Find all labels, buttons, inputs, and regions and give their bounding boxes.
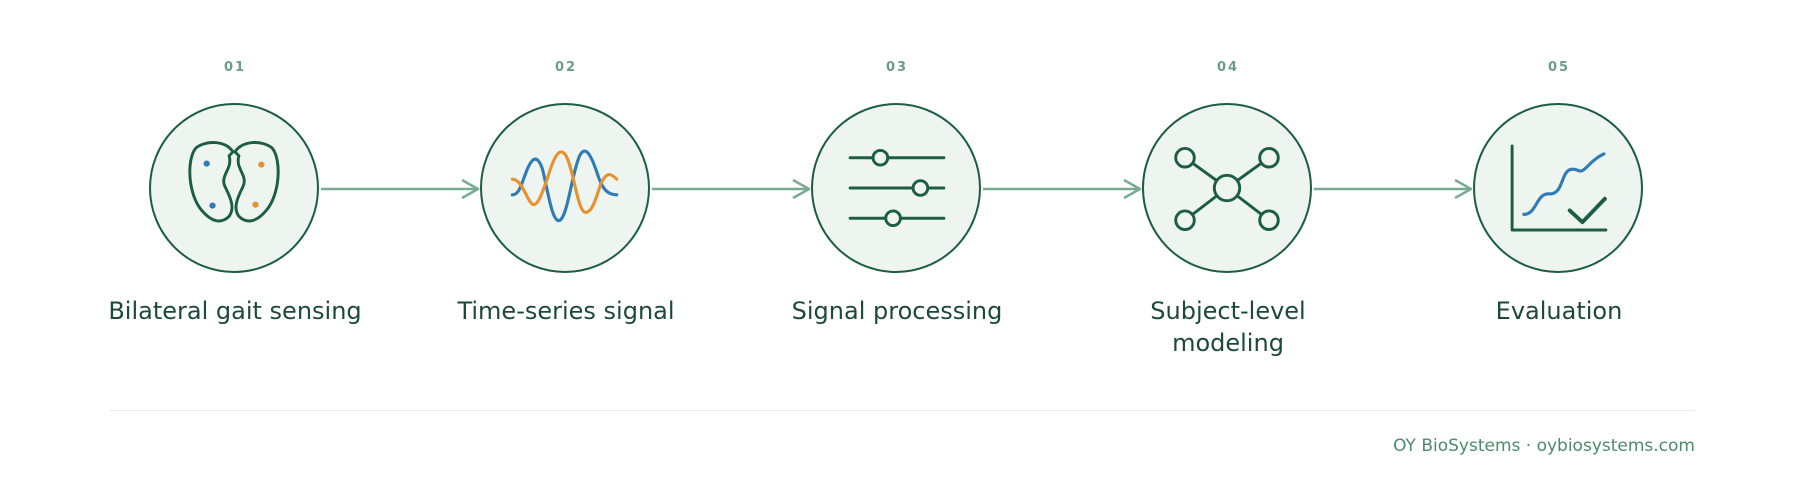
- chart-check-icon: [1510, 144, 1608, 232]
- arrow-right-icon: [652, 179, 811, 199]
- step-3: 03 Signal processing: [767, 0, 1027, 380]
- step-circle: [811, 103, 981, 273]
- step-circle: [1142, 103, 1312, 273]
- footer-credit: OY BioSystems · oybiosystems.com: [1393, 436, 1695, 456]
- footer-divider: [110, 410, 1695, 411]
- step-circle: [480, 103, 650, 273]
- waveform-icon: [510, 149, 619, 222]
- step-label: Time-series signal: [457, 297, 675, 325]
- step-number: 05: [1547, 60, 1571, 75]
- sliders-icon: [848, 148, 946, 228]
- arrow-right-icon: [983, 179, 1142, 199]
- step-circle: [149, 103, 319, 273]
- arrow-right-icon: [321, 179, 480, 199]
- step-number: 03: [885, 60, 909, 75]
- network-nodes-icon: [1174, 146, 1280, 231]
- step-1: 01 Bilateral gait sensing: [105, 0, 365, 380]
- step-label: Bilateral gait sensing: [108, 297, 362, 325]
- step-2: 02 Time-series signal: [436, 0, 696, 380]
- step-4: 04 Subject-level modeling: [1098, 0, 1358, 380]
- arrow-right-icon: [1314, 179, 1473, 199]
- step-5: 05 Evaluation: [1429, 0, 1689, 380]
- step-label: Subject-level modeling: [1150, 297, 1306, 357]
- bilateral-feet-sensor-icon: [188, 141, 280, 223]
- step-circle: [1473, 103, 1643, 273]
- step-number: 01: [223, 60, 247, 75]
- step-number: 02: [554, 60, 578, 75]
- step-label: Evaluation: [1495, 297, 1623, 325]
- step-label: Signal processing: [791, 297, 1003, 325]
- step-number: 04: [1216, 60, 1240, 75]
